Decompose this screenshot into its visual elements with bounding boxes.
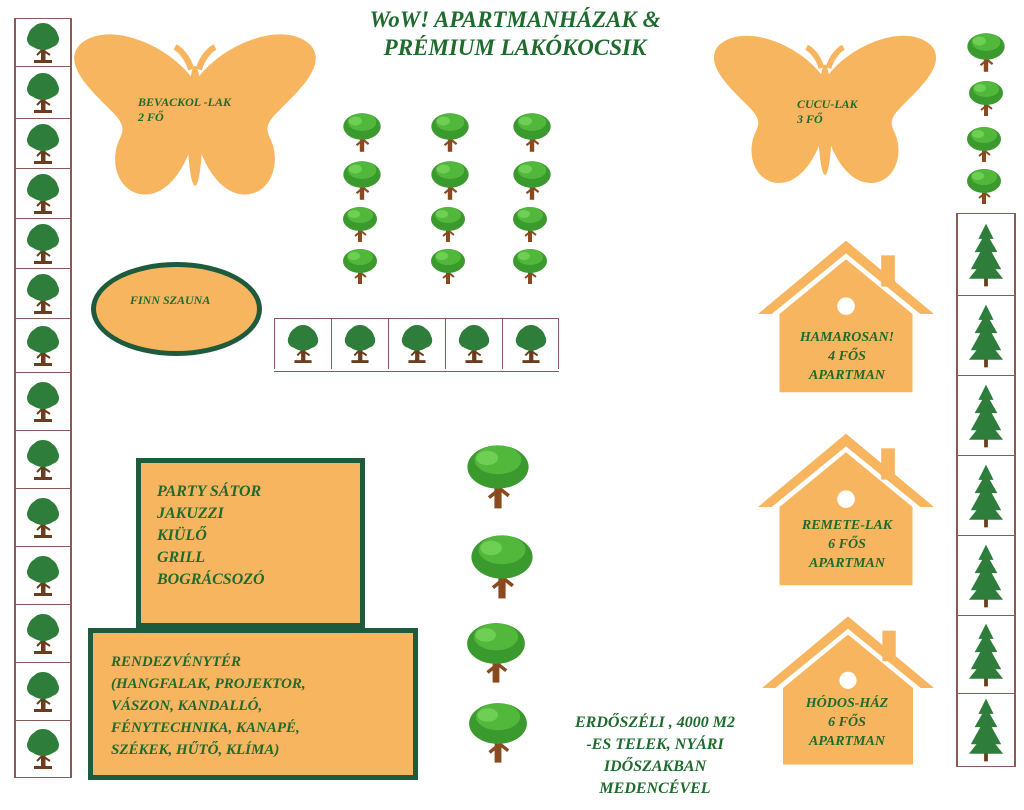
bush-icon — [340, 110, 384, 154]
bush-icon — [964, 124, 1004, 164]
house-label-remete-lak: REMETE-LAK 6 FŐS APARTMAN — [801, 518, 893, 571]
plot-info: ERDŐSZÉLI , 4000 M2 -ES TELEK, NYÁRI IDŐ… — [574, 714, 736, 797]
bush-icon — [964, 30, 1008, 74]
pine-tree-icon — [958, 213, 1014, 295]
bush-icon — [462, 440, 534, 512]
bush-icon — [964, 166, 1004, 206]
tree-icon — [16, 604, 70, 662]
bush-icon — [428, 158, 472, 202]
finn-szauna: FINN SZAUNA — [91, 262, 262, 356]
tree-icon — [16, 168, 70, 218]
horizontal-tree-row — [274, 318, 559, 372]
bush-icon — [466, 530, 538, 602]
tree-icon — [16, 662, 70, 720]
tree-icon — [331, 319, 388, 369]
tree-icon — [16, 430, 70, 488]
cucu-lak-label: CUCU-LAK 3 FŐ — [797, 97, 858, 126]
bush-icon — [340, 246, 380, 286]
tree-icon — [16, 268, 70, 318]
bush-icon — [510, 204, 550, 244]
middle-bush-column — [462, 440, 542, 770]
left-tree-column — [14, 18, 72, 778]
bush-icon — [510, 158, 554, 202]
bevackol-lak-label: BEVACKOL -LAK 2 FŐ — [138, 95, 232, 124]
tree-icon — [16, 118, 70, 168]
pine-tree-icon — [958, 615, 1014, 693]
bush-icon — [462, 618, 530, 686]
bush-icon — [966, 78, 1006, 118]
bush-icon — [510, 246, 550, 286]
bush-icon — [340, 158, 384, 202]
pine-tree-icon — [958, 455, 1014, 535]
tree-icon — [16, 218, 70, 268]
bush-icon — [510, 110, 554, 154]
tree-icon — [502, 319, 559, 369]
butterfly-icon — [70, 32, 320, 232]
tree-icon — [16, 372, 70, 430]
pine-tree-icon — [958, 295, 1014, 375]
right-bush-column — [962, 30, 1012, 210]
house-label-hamarosan: HAMAROSAN! 4 FŐS APARTMAN — [799, 330, 895, 383]
pine-tree-icon — [958, 693, 1014, 767]
bush-grid — [338, 110, 558, 290]
pine-tree-icon — [958, 375, 1014, 455]
tree-icon — [445, 319, 502, 369]
sauna-label: FINN SZAUNA — [130, 293, 211, 307]
tree-icon — [274, 319, 331, 369]
bush-icon — [428, 110, 472, 154]
tree-icon — [388, 319, 445, 369]
tree-icon — [16, 318, 70, 372]
house-label-hodos-haz: HÓDOS-HÁZ 6 FŐS APARTMAN — [805, 696, 889, 749]
bush-icon — [340, 204, 380, 244]
bush-icon — [428, 204, 468, 244]
event-box: RENDEZVÉNYTÉR (HANGFALAK, PROJEKTOR, VÁS… — [88, 628, 418, 780]
tree-icon — [16, 546, 70, 604]
tree-icon — [16, 488, 70, 546]
bush-icon — [464, 698, 532, 766]
tree-icon — [16, 18, 70, 66]
bush-icon — [428, 246, 468, 286]
pine-tree-icon — [958, 535, 1014, 615]
tree-icon — [16, 720, 70, 778]
page-title: WoW! APARTMANHÁZAK & PRÉMIUM LAKÓKOCSIK — [369, 7, 661, 60]
right-pine-column — [956, 213, 1016, 767]
party-box: PARTY SÁTOR JAKUZZI KIÜLŐ GRILL BOGRÁCSO… — [136, 458, 365, 628]
tree-icon — [16, 66, 70, 118]
